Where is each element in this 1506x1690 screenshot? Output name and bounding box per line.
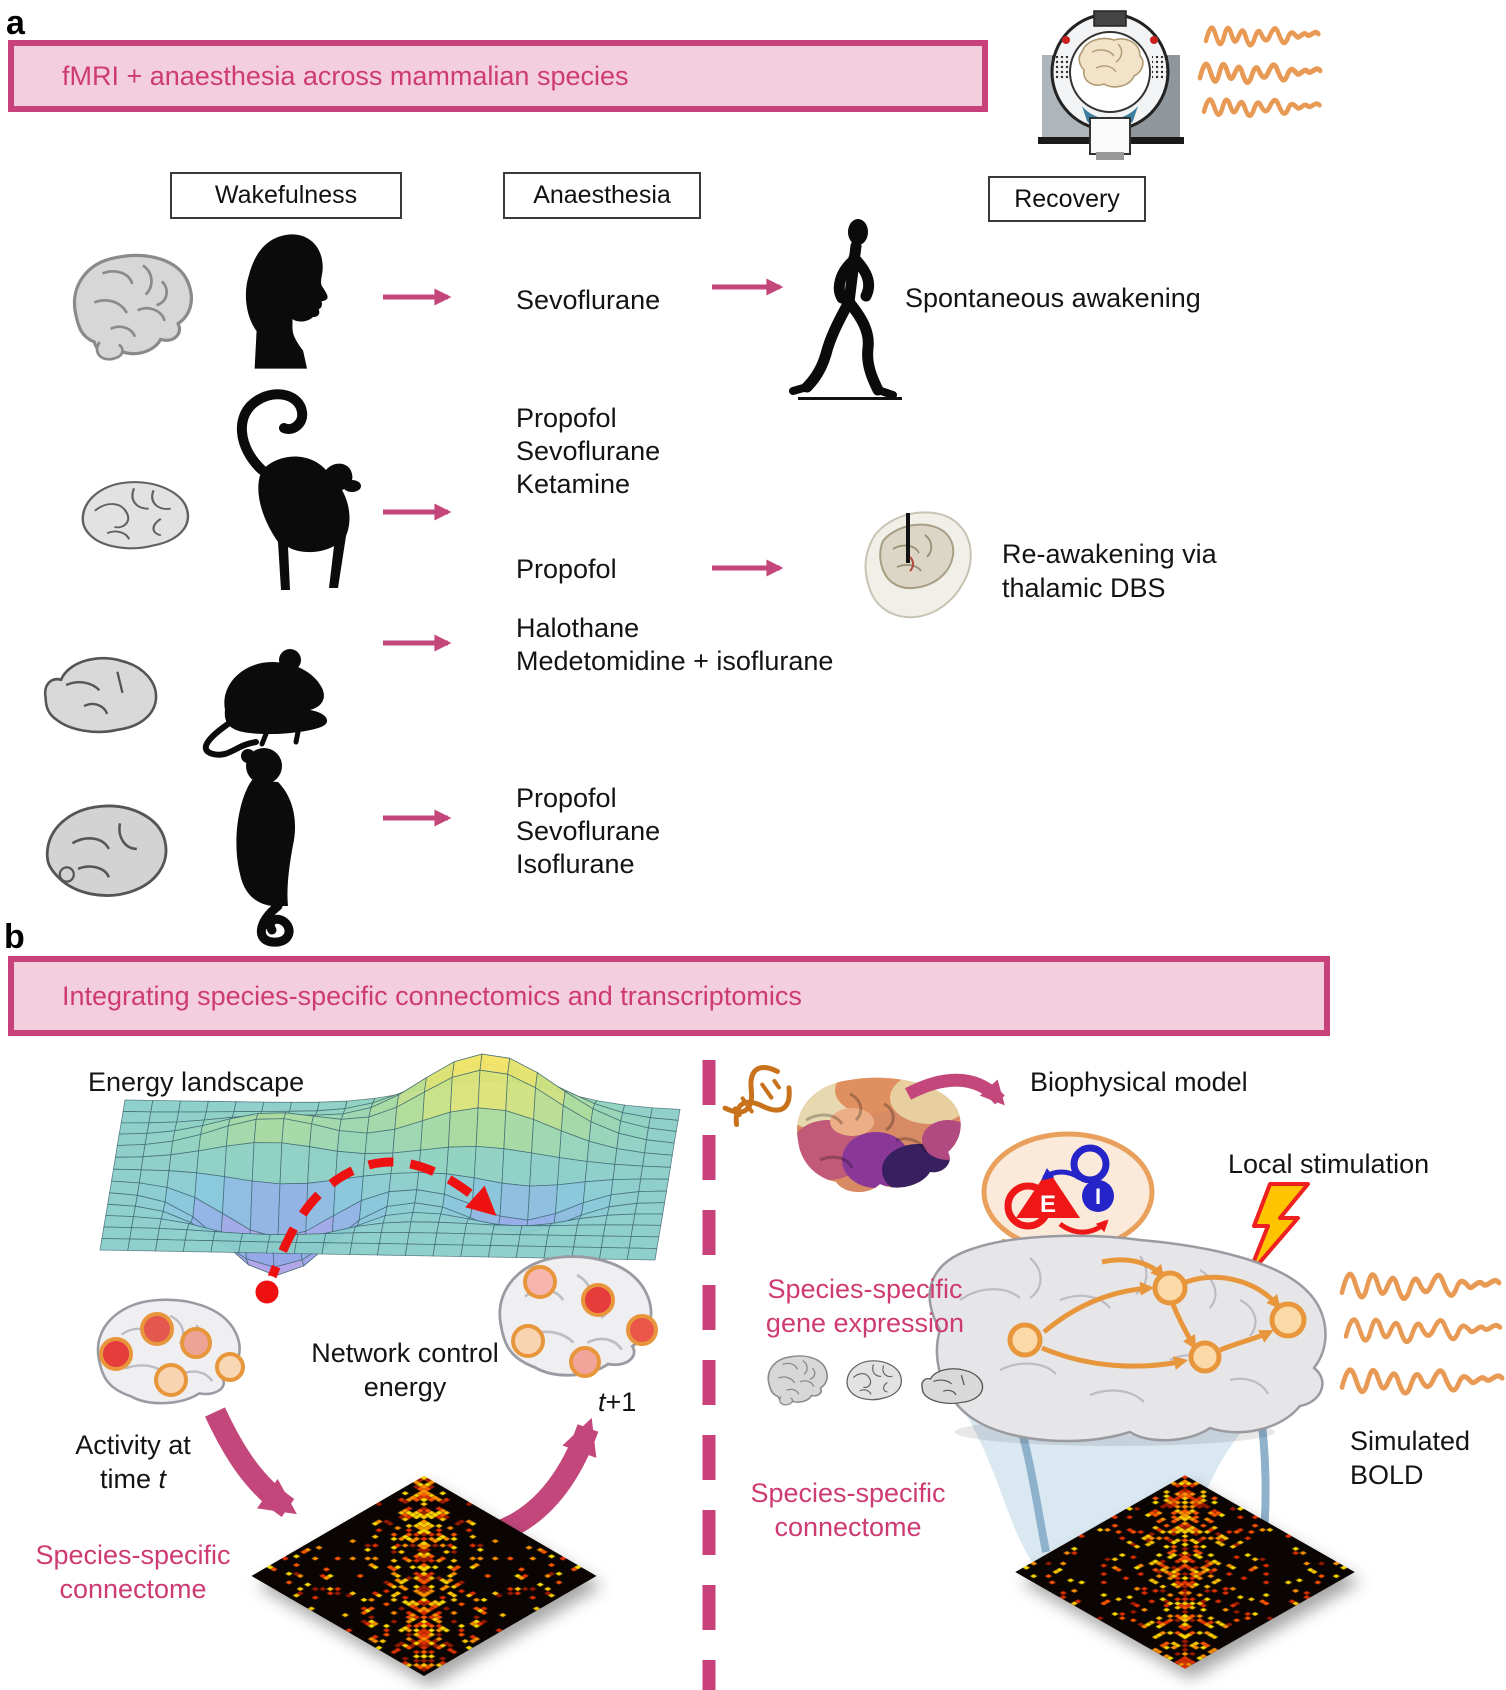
rodent-drug-1: Halothane: [516, 613, 640, 643]
ei-circuit-icon: E I: [981, 1131, 1169, 1284]
energy-landscape-title: Energy landscape: [88, 1067, 305, 1097]
simulated-bold-label: Simulated BOLD: [1350, 1426, 1471, 1490]
panel-b-banner-text: Integrating species-specific connectomic…: [62, 980, 802, 1011]
marmoset-icon: [236, 748, 296, 947]
control-trajectory: [250, 1157, 497, 1309]
macaque-icon: [237, 389, 361, 590]
column-header-recovery: Recovery: [988, 176, 1146, 222]
macaque-drug-1: Propofol: [516, 403, 617, 433]
excitatory-label: E: [1040, 1191, 1056, 1218]
activity-at-time-t-label: Activity at time t: [75, 1430, 191, 1494]
inhibitory-label: I: [1095, 1184, 1101, 1209]
local-stimulation-label: Local stimulation: [1228, 1149, 1430, 1179]
brain-state-t: [96, 1298, 245, 1405]
macaque-drug-3: Ketamine: [516, 469, 631, 499]
rodent-brain-icon: [43, 656, 158, 734]
t-plus-1-label: t+1: [598, 1387, 637, 1417]
walking-person-icon: [789, 219, 902, 400]
human-brain-icon: [72, 253, 194, 361]
cycle-arrows: [205, 1407, 599, 1543]
rodent-drug-2: Medetomidine + isoflurane: [516, 646, 834, 676]
dbs-brain-icon: [864, 511, 972, 619]
panel-a-label: a: [6, 4, 25, 42]
biophysical-model-title: Biophysical model: [1030, 1067, 1248, 1097]
gene-expression-label: Species-specific gene expression: [765, 1274, 965, 1338]
panel-b-banner: Integrating species-specific connectomic…: [8, 956, 1330, 1036]
marmoset-drug-2: Sevoflurane: [516, 816, 661, 846]
macaque-brain-icon: [81, 480, 190, 550]
panel-a-banner: fMRI + anaesthesia across mammalian spec…: [8, 40, 988, 112]
macaque-recovery: Re-awakening via thalamic DBS: [1002, 539, 1217, 603]
flow-arrows: [383, 278, 784, 827]
species-connectome-label-left: Species-specific connectome: [35, 1540, 231, 1604]
macaque-drug-2: Sevoflurane: [516, 436, 661, 466]
mouse-icon: [202, 649, 328, 758]
state-dot: [250, 1275, 284, 1309]
scanner-bold-traces-icon: [1200, 28, 1320, 116]
mri-scanner-icon: [1038, 10, 1184, 160]
column-header-anaesthesia: Anaesthesia: [503, 172, 701, 219]
bold-traces-icon: [1342, 1274, 1502, 1393]
human-recovery: Spontaneous awakening: [905, 283, 1201, 313]
marmoset-drug-3: Isoflurane: [516, 849, 635, 879]
gene-to-model-arrow: [904, 1073, 1005, 1106]
energy-landscape-surface: [99, 1053, 681, 1277]
human-drug: Sevoflurane: [516, 285, 661, 315]
panel-a-banner-text: fMRI + anaesthesia across mammalian spec…: [62, 60, 629, 91]
panel-b-label: b: [4, 918, 25, 956]
simulated-brain-network-icon: [928, 1234, 1327, 1446]
dna-icon: [722, 1065, 792, 1128]
macaque-drug-dbs: Propofol: [516, 554, 617, 584]
marmoset-drug-1: Propofol: [516, 783, 617, 813]
column-header-wakefulness: Wakefulness: [170, 172, 402, 219]
brain-state-t1: [498, 1255, 658, 1378]
network-control-energy-label: Network control energy: [311, 1338, 499, 1402]
marmoset-brain-icon: [45, 804, 168, 897]
human-head-icon: [245, 234, 328, 369]
species-connectome-label-right: Species-specific connectome: [750, 1478, 946, 1542]
